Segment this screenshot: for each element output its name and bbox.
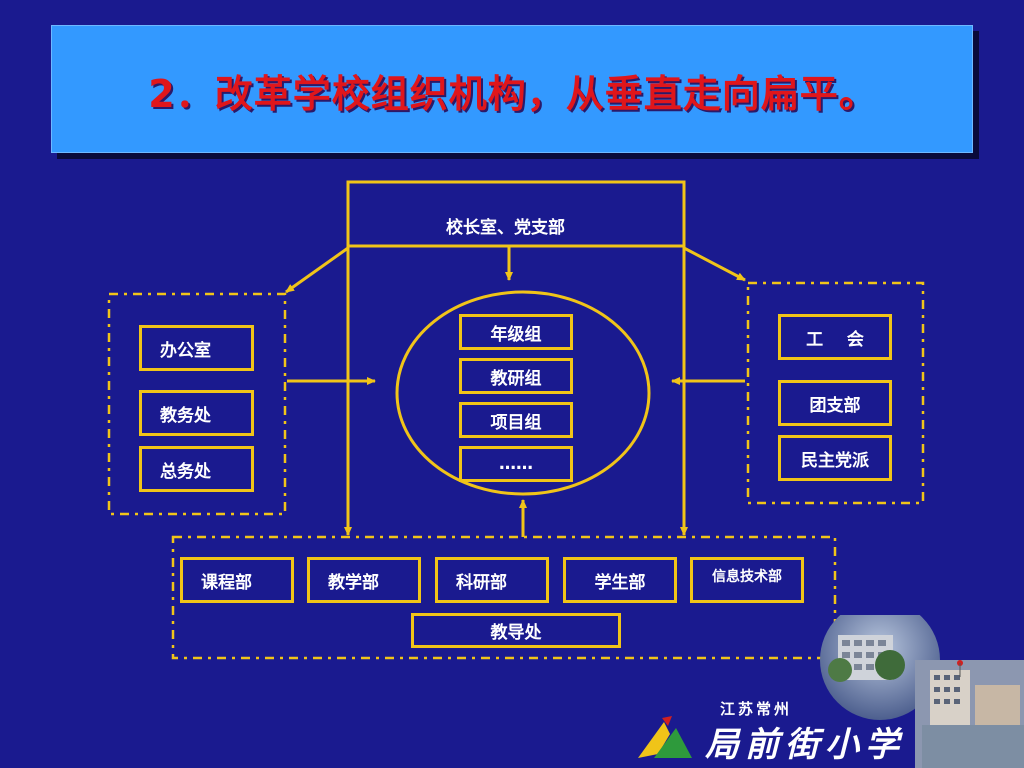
bottom-node-student: 学生部 [563,557,677,603]
bottom-node-it-label: 信息技术部 [712,569,782,585]
arrow-top-to-right [683,246,746,282]
right-node-league-label: 团支部 [809,395,861,416]
center-node-grade: 年级组 [459,314,573,350]
left-node-academic-label: 教务处 [160,405,211,426]
top-frame [346,180,686,530]
right-node-union-label: 工 会 [806,329,864,350]
right-node-parties: 民主党派 [778,435,892,481]
left-node-office-label: 办公室 [160,340,211,361]
bottom-node-science-label: 科研部 [456,572,507,593]
left-node-office: 办公室 [139,325,254,371]
logo-subtitle: 江苏常州 [720,700,793,718]
right-dashed-frame [746,281,925,505]
logo-school-name: 局前街小学 [705,725,905,765]
right-node-league: 团支部 [778,380,892,426]
bottom-node-guidance: 教导处 [411,613,621,648]
slide-title: 2．改革学校组织机构，从垂直走向扁平。 [148,71,878,116]
left-node-general: 总务处 [139,446,254,492]
school-logo-icon [636,714,694,766]
center-node-project-label: 项目组 [490,412,542,433]
left-dashed-frame [107,292,287,516]
arrow-top-to-left [285,246,349,294]
top-node-label: 校长室、党支部 [446,218,565,238]
right-node-parties-label: 民主党派 [801,450,869,471]
title-band: 2．改革学校组织机构，从垂直走向扁平。 [51,25,973,153]
center-node-project: 项目组 [459,402,573,438]
bottom-dashed-frame [171,535,837,660]
school-photo [820,615,1024,768]
left-node-academic: 教务处 [139,390,254,436]
bottom-node-guidance-label: 教导处 [490,623,542,643]
bottom-node-teaching-label: 教学部 [328,572,379,593]
right-node-union: 工 会 [778,314,892,360]
center-node-research: 教研组 [459,358,573,394]
bottom-node-student-label: 学生部 [594,572,646,593]
left-node-general-label: 总务处 [160,461,211,482]
bottom-node-curriculum: 课程部 [180,557,294,603]
bottom-node-teaching: 教学部 [307,557,421,603]
bottom-node-science: 科研部 [435,557,549,603]
center-ellipse [395,290,651,496]
bottom-node-curriculum-label: 课程部 [201,572,252,593]
center-node-research-label: 教研组 [490,368,542,389]
center-node-more-label: …… [499,454,533,474]
bottom-node-it: 信息技术部 [690,557,804,603]
center-node-grade-label: 年级组 [490,324,542,345]
center-node-more: …… [459,446,573,482]
